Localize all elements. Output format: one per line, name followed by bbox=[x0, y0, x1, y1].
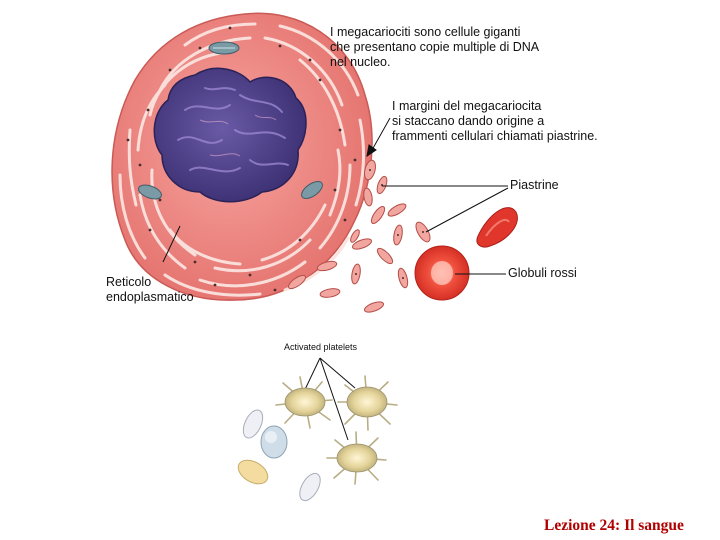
activated-platelet bbox=[275, 376, 333, 429]
red-cells-label-text: Globuli rossi bbox=[508, 266, 577, 280]
margins-caption: I margini del megacariocita si staccano … bbox=[392, 99, 598, 144]
margins-caption-line: si staccano dando origine a bbox=[392, 114, 545, 128]
activated-platelets-label: Activated platelets bbox=[284, 342, 357, 353]
red-blood-cell bbox=[476, 207, 518, 248]
resting-platelet bbox=[242, 409, 264, 439]
red-blood-cell bbox=[414, 245, 470, 301]
resting-platelet bbox=[260, 425, 288, 459]
lesson-footer: Lezione 24: Il sangue bbox=[544, 517, 684, 534]
activated-platelets-label-text: Activated platelets bbox=[284, 342, 358, 352]
nucleus bbox=[153, 67, 307, 203]
er-label-line: endoplasmatico bbox=[106, 290, 194, 304]
megakaryocyte-caption-line: che presentano copie multiple di DNA bbox=[330, 40, 540, 54]
er-label-line: Reticolo bbox=[106, 275, 152, 289]
megakaryocyte-caption: I megacariociti sono cellule giganti che… bbox=[330, 25, 539, 70]
activated-platelet bbox=[337, 375, 398, 431]
activated-platelet bbox=[326, 431, 387, 485]
platelets-label-text: Piastrine bbox=[510, 178, 559, 192]
mitochondrion bbox=[208, 41, 240, 55]
resting-platelet bbox=[237, 459, 269, 485]
er-label: Reticolo endoplasmatico bbox=[106, 275, 194, 305]
platelets-label: Piastrine bbox=[510, 178, 559, 193]
resting-platelet bbox=[299, 472, 321, 502]
leader-lines bbox=[162, 117, 509, 441]
margins-caption-line: I margini del megacariocita bbox=[392, 99, 542, 113]
platelet-fragments bbox=[287, 159, 431, 313]
megakaryocyte-caption-line: nel nucleo. bbox=[330, 55, 391, 69]
margins-caption-line: frammenti cellulari chiamati piastrine. bbox=[392, 129, 598, 143]
megakaryocyte-caption-line: I megacariociti sono cellule giganti bbox=[330, 25, 521, 39]
red-cells-label: Globuli rossi bbox=[508, 266, 577, 281]
mitochondrion bbox=[301, 181, 323, 199]
mitochondrion bbox=[138, 184, 162, 200]
